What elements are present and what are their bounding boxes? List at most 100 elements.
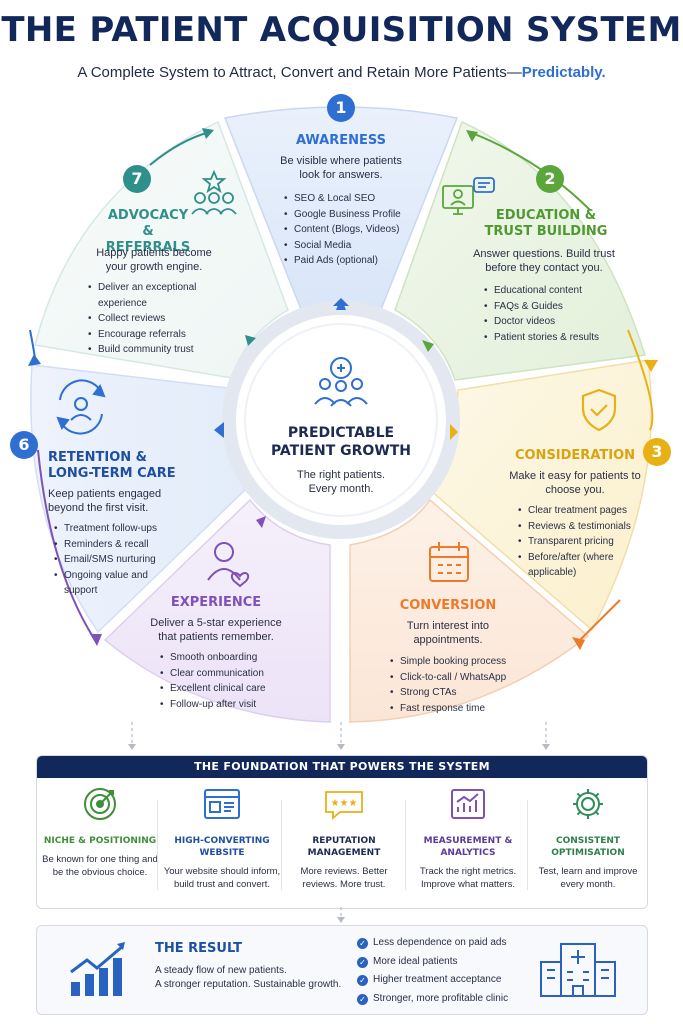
segment-bullets: Smooth onboarding Clear communication Ex… [150, 650, 282, 712]
foundation-desc: Test, learn and improve every month. [538, 866, 638, 890]
segment-bullets: Simple booking process Click-to-call / W… [378, 654, 518, 716]
result-connector [337, 907, 345, 923]
group-medical-icon [314, 357, 368, 407]
segment-experience: EXPERIENCE Deliver a 5-star experience t… [150, 595, 282, 712]
segment-title: AWARENESS [295, 133, 387, 148]
benefit-text: More ideal patients [373, 955, 458, 967]
foundation-desc: More reviews. Better reviews. More trust… [300, 866, 388, 890]
divider [527, 800, 528, 890]
benefit-text: Less dependence on paid ads [373, 937, 507, 948]
segment-desc: Be visible where patients look for answe… [280, 155, 402, 181]
segment-bullets: Educational content FAQs & Guides Doctor… [470, 283, 618, 345]
benefit-item: ✓Stronger, more profitable clinic [357, 990, 537, 1009]
step-badge-2: 2 [536, 165, 564, 193]
bullet: Follow-up after visit [160, 697, 282, 713]
bullet: Content (Blogs, Videos) [284, 222, 412, 238]
bullet: Clear treatment pages [518, 503, 642, 519]
clinic-building-icon [540, 943, 616, 997]
segment-bullets: Deliver an exceptional experience Collec… [86, 280, 210, 358]
awareness-pointer [336, 298, 346, 310]
group-star-icon [191, 169, 237, 215]
svg-text:★★★: ★★★ [331, 798, 358, 809]
foundation-item-reputation: ★★★ REPUTATION MANAGEMENT More reviews. … [285, 786, 403, 891]
foundation-title: CONSISTENT OPTIMISATION [551, 836, 625, 858]
segment-education: EDUCATION & TRUST BUILDING [476, 208, 616, 240]
segment-desc: Answer questions. Build trust before the… [473, 248, 615, 274]
foundation-item-optimisation: CONSISTENT OPTIMISATION Test, learn and … [529, 786, 647, 891]
foundation-title: NICHE & POSITIONING [43, 836, 157, 846]
foundation-item-measurement: MEASUREMENT & ANALYTICS Track the right … [409, 786, 527, 891]
browser-icon [204, 789, 240, 819]
bullet: Fast response time [390, 701, 518, 717]
segment-bullets: Treatment follow-ups Reminders & recall … [48, 521, 164, 599]
center-hub: PREDICTABLE PATIENT GROWTH The right pat… [261, 424, 421, 496]
foundation-panel: THE FOUNDATION THAT POWERS THE SYSTEM NI… [36, 755, 648, 909]
person-cycle-icon [56, 379, 106, 435]
page-title: THE PATIENT ACQUISITION SYSTEM [1, 10, 682, 50]
foundation-connectors [131, 722, 547, 744]
segment-conversion: CONVERSION Turn interest into appointmen… [378, 598, 518, 716]
target-icon [84, 788, 116, 820]
bullet: Before/after (where applicable) [518, 550, 642, 581]
bullet: Clear communication [160, 666, 282, 682]
bullet: Treatment follow-ups [54, 521, 164, 537]
step-badge-6: 6 [10, 431, 38, 459]
segment-desc: Deliver a 5-star experience that patient… [150, 617, 282, 643]
segment-advocacy-title: ADVOCACY & REFERRALS [100, 208, 196, 256]
divider [281, 800, 282, 890]
bullet: Doctor videos [484, 314, 618, 330]
bullet: Educational content [484, 283, 618, 299]
segment-desc: Make it easy for patients to choose you. [509, 470, 641, 496]
center-desc-line2: Every month. [308, 483, 374, 495]
check-icon: ✓ [357, 993, 368, 1005]
segment-title: RETENTION & LONG-TERM CARE [48, 450, 176, 481]
bullet: Smooth onboarding [160, 650, 282, 666]
step-badge-3: 3 [643, 438, 671, 466]
foundation-desc: Track the right metrics. Improve what ma… [419, 866, 517, 890]
step-badge-1: 1 [327, 94, 355, 122]
bullet: Collect reviews [88, 311, 210, 327]
foundation-connector-heads [128, 744, 550, 750]
shield-check-icon [581, 388, 617, 432]
segment-bullets: SEO & Local SEO Google Business Profile … [270, 191, 412, 269]
segment-title: ADVOCACY & REFERRALS [105, 208, 191, 255]
result-desc: A steady flow of new patients. A stronge… [155, 964, 355, 992]
foundation-desc: Your website should inform, build trust … [163, 866, 281, 890]
bullet: Click-to-call / WhatsApp [390, 670, 518, 686]
segment-retention: RETENTION & LONG-TERM CARE Keep patients… [48, 450, 178, 599]
center-title-line2: PATIENT GROWTH [270, 443, 412, 459]
growth-chart-icon [70, 942, 125, 996]
bullet: Google Business Profile [284, 207, 412, 223]
bullet: Social Media [284, 238, 412, 254]
calendar-icon [429, 542, 469, 582]
benefit-text: Higher treatment acceptance [373, 974, 502, 985]
result-title: THE RESULT [155, 941, 242, 956]
segment-desc: Keep patients engaged beyond the first v… [48, 488, 162, 514]
foundation-title: REPUTATION MANAGEMENT [307, 836, 381, 858]
bullet: Transparent pricing [518, 534, 642, 550]
step-badge-7: 7 [123, 165, 151, 193]
page-subtitle: A Complete System to Attract, Convert an… [0, 64, 683, 81]
foundation-title: HIGH-CONVERTING WEBSITE [174, 836, 270, 858]
foundation-title: MEASUREMENT & ANALYTICS [423, 836, 513, 858]
segment-title: EDUCATION & TRUST BUILDING [484, 208, 608, 239]
check-icon: ✓ [357, 975, 368, 986]
stars-icon: ★★★ [325, 791, 363, 820]
ring-arrowheads [28, 128, 658, 650]
bullet: Patient stories & results [484, 330, 618, 346]
bullet: Reminders & recall [54, 537, 164, 553]
foundation-item-website: HIGH-CONVERTING WEBSITE Your website sho… [163, 786, 281, 891]
result-desc-line2: A stronger reputation. Sustainable growt… [155, 979, 342, 990]
segment-consideration: CONSIDERATION Make it easy for patients … [508, 448, 642, 581]
bullet: Simple booking process [390, 654, 518, 670]
center-title-line1: PREDICTABLE [287, 425, 395, 441]
segment-bullets: Clear treatment pages Reviews & testimon… [508, 503, 642, 581]
divider [405, 800, 406, 890]
divider [157, 800, 158, 890]
bullet: Paid Ads (optional) [284, 253, 412, 269]
center-desc-line1: The right patients. [296, 469, 386, 481]
result-benefits: ✓ Less dependence on paid ads ✓ More ideal… [357, 934, 537, 1008]
bullet: Excellent clinical care [160, 681, 282, 697]
check-icon: ✓ [357, 938, 368, 949]
segment-title: EXPERIENCE [170, 595, 262, 610]
